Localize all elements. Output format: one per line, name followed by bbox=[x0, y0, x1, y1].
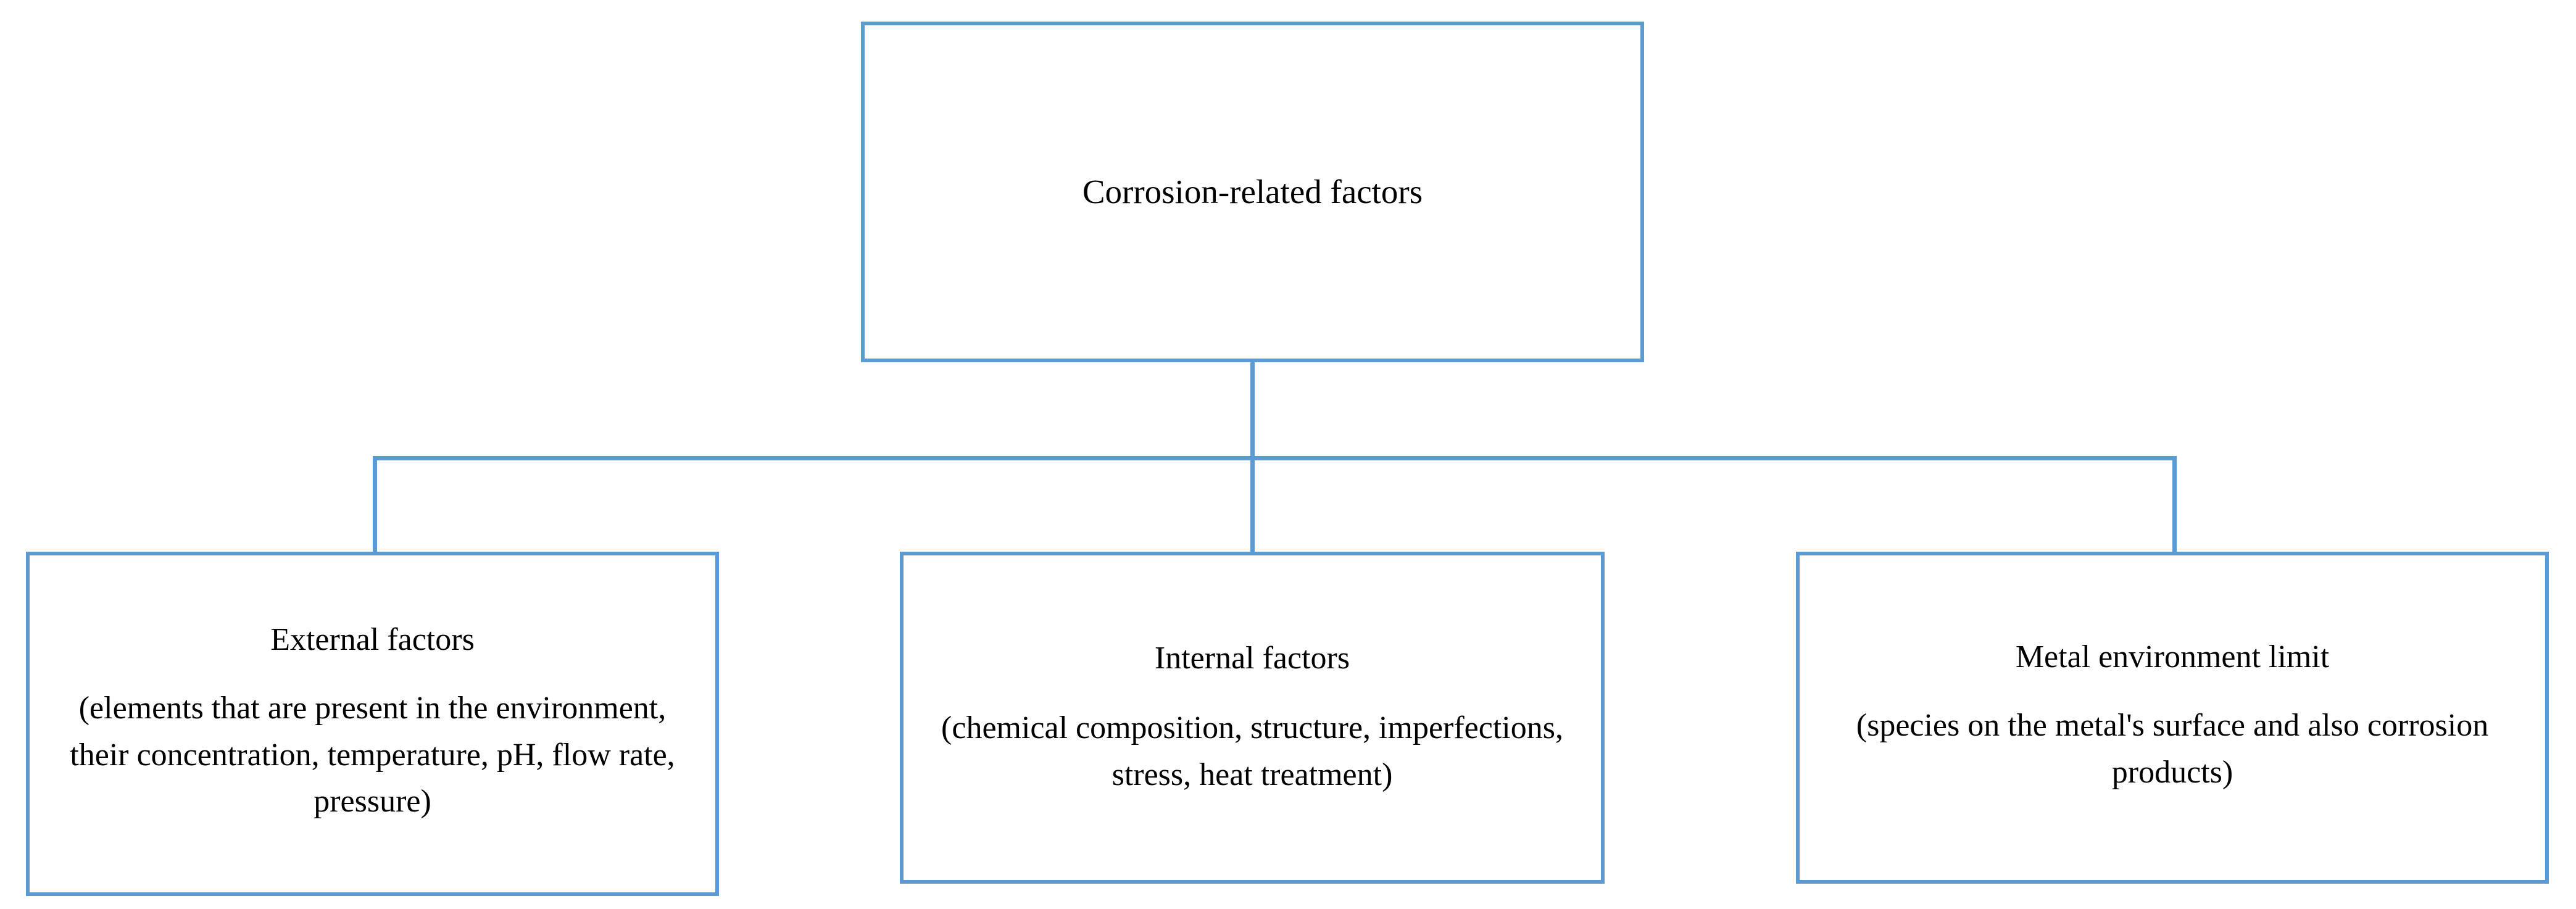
node-corrosion-related-factors[interactable]: Corrosion-related factors bbox=[861, 22, 1644, 362]
node-detail-metal-environment-limit: (species on the metal's surface and also… bbox=[1856, 708, 2489, 790]
node-internal-factors[interactable]: Internal factors (chemical composition, … bbox=[900, 552, 1605, 884]
connector-drop-external-factors bbox=[373, 456, 377, 552]
connector-horizontal-bus bbox=[373, 456, 2177, 460]
node-external-factors[interactable]: External factors (elements that are pres… bbox=[26, 552, 719, 896]
node-title-metal-environment-limit: Metal environment limit bbox=[2015, 639, 2330, 674]
connector-drop-metal-environment-limit bbox=[2172, 456, 2177, 552]
node-title-internal-factors: Internal factors bbox=[1154, 641, 1350, 676]
node-title-corrosion-related-factors: Corrosion-related factors bbox=[1082, 173, 1423, 211]
node-detail-internal-factors: (chemical composition, structure, imperf… bbox=[941, 710, 1563, 792]
node-metal-environment-limit[interactable]: Metal environment limit (species on the … bbox=[1796, 552, 2549, 884]
node-detail-external-factors: (elements that are present in the enviro… bbox=[70, 691, 675, 820]
connector-root-stem bbox=[1250, 362, 1255, 552]
node-title-external-factors: External factors bbox=[270, 622, 475, 657]
